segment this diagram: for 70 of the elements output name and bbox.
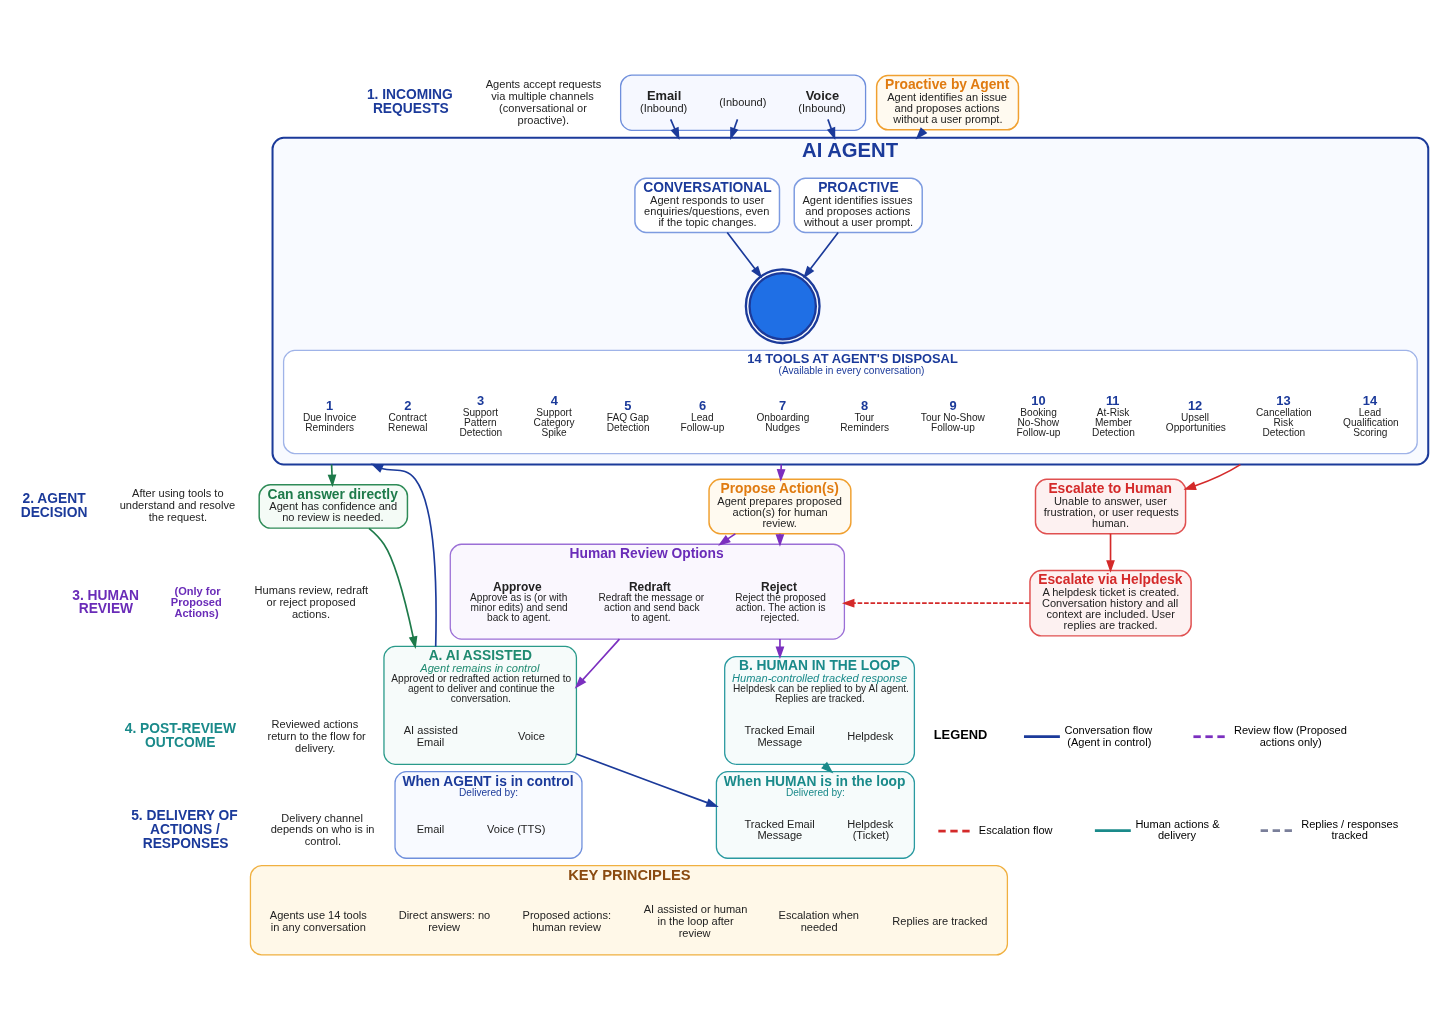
label: 5. DELIVERY OF ACTIONS / RESPONSES: [131, 807, 238, 851]
node-text: Helpdesk (Ticket): [847, 817, 894, 842]
arrow: [575, 753, 719, 807]
node-box: Can answer directly Agent has confidence and no review is needed.: [258, 484, 409, 529]
arrow: [730, 118, 739, 141]
arrow: [1183, 463, 1242, 490]
label: LEGEND: [933, 727, 988, 743]
label: Reviewed actions return to the flow for delivery.: [267, 717, 366, 754]
node-text: Redraft Redraft the message or action and send back to agent.: [598, 579, 705, 624]
label: Agents accept requests via multiple channels (conversational or proactive).: [485, 77, 602, 126]
arrow: [775, 638, 785, 660]
arrow: [1106, 533, 1115, 573]
node-text: Email (Inbound): [639, 88, 688, 114]
node-text: AI assisted Email: [403, 723, 458, 748]
node-text: Voice (TTS): [487, 823, 546, 836]
node-text: Voice: [517, 729, 545, 742]
label: 4. POST-REVIEW OUTCOME: [124, 720, 236, 750]
node-text: Tracked Email Message: [744, 817, 815, 842]
node-box: CONVERSATIONAL Agent responds to user enquiries/questions, even if the topic changes.: [634, 177, 781, 234]
node-text: Email: [416, 823, 445, 836]
label: Delivery channel depends on who is in control.: [270, 811, 375, 848]
arrow: [718, 533, 737, 546]
legend-label: Escalation flow: [978, 823, 1053, 836]
arrow: [803, 231, 839, 279]
label: After using tools to understand and resolve the request.: [119, 487, 236, 524]
node-text: 7 Onboarding Nudges: [756, 397, 810, 433]
node-text: Voice (Inbound): [798, 88, 846, 114]
node-text: AI assisted or human in the loop after review: [643, 903, 748, 940]
legend-label: Human actions & delivery: [1135, 817, 1220, 842]
arrow: [574, 638, 621, 689]
arrow: [370, 463, 437, 648]
arrow: [368, 527, 418, 649]
arrow: [327, 463, 337, 488]
arrow: [841, 598, 1031, 608]
node-text: Agents use 14 tools in any conversation: [269, 909, 367, 934]
node-text: (Inbound): [719, 95, 767, 108]
node-text: Approve Approve as is (or with minor edits) and send back to agent.: [470, 579, 568, 624]
node-text: Proposed actions: human review: [522, 909, 611, 934]
legend-label: Review flow (Proposed actions only): [1233, 723, 1347, 748]
label: 1. INCOMING REQUESTS: [366, 85, 453, 116]
label: Humans review, redraft or reject proposed actions.: [254, 584, 369, 620]
label: (Only for Proposed Actions): [170, 584, 222, 619]
node-text: 4 Support Category Spike: [533, 392, 575, 438]
node-text: 6 Lead Follow-up: [680, 397, 725, 433]
arrow: [826, 118, 836, 141]
node-text: Escalation when needed: [778, 909, 860, 934]
node-text: Direct answers: no review: [398, 909, 491, 934]
node-text: 5 FAQ Gap Detection: [606, 397, 650, 433]
node-text: 11 At-Risk Member Detection: [1092, 392, 1135, 438]
node-text: Tracked Email Message: [744, 723, 815, 748]
node-box: Escalate to Human Unable to answer, user frustration, or user requests human.: [1034, 478, 1187, 535]
node-text: Reject Reject the proposed action. The action is rejected.: [735, 579, 826, 624]
node-text: Replies are tracked: [892, 915, 988, 928]
node-box: PROACTIVE Agent identifies issues and proposes actions without a user prompt.: [793, 177, 923, 234]
node-text: 13 Cancellation Risk Detection: [1256, 392, 1312, 438]
arrow: [726, 231, 763, 279]
node-text: Helpdesk: [847, 729, 894, 742]
node-text: 8 Tour Reminders: [840, 397, 890, 433]
node-text: 12 Upsell Opportunities: [1165, 397, 1226, 433]
node-text: 10 Booking No-Show Follow-up: [1016, 392, 1061, 438]
label: 2. AGENT DECISION: [20, 489, 88, 520]
legend-label: Replies / responses tracked: [1301, 817, 1399, 842]
node-text: 9 Tour No-Show Follow-up: [920, 397, 985, 433]
node-text: 14 Lead Qualification Scoring: [1343, 392, 1399, 438]
node-text: 3 Support Pattern Detection: [459, 392, 503, 438]
node-box: Escalate via Helpdesk A helpdesk ticket is created. Conversation history and all context are included. User replies are tracked.: [1029, 569, 1192, 637]
node-text: 2 Contract Renewal: [388, 397, 428, 433]
legend-label: Conversation flow (Agent in control): [1064, 723, 1153, 748]
node-text: 1 Due Invoice Reminders: [302, 397, 357, 433]
label: 3. HUMAN REVIEW: [72, 586, 139, 617]
